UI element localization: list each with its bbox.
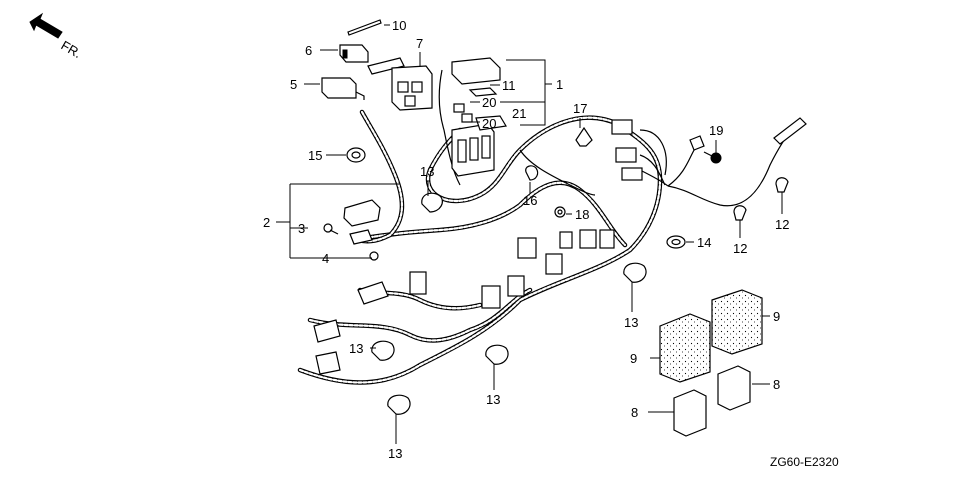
- part-16-clip: [525, 165, 539, 181]
- part-11-cover: [451, 57, 501, 97]
- callout-13-middle: 13: [486, 392, 500, 407]
- callout-7: 7: [416, 36, 423, 51]
- right-connectors: [611, 117, 807, 181]
- callout-8-upper: 8: [773, 377, 780, 392]
- part-18-nut: [554, 206, 566, 218]
- callout-17: 17: [573, 101, 587, 116]
- part-10-strip: [347, 19, 382, 36]
- callout-18: 18: [575, 207, 589, 222]
- part-12-clip-right: [775, 177, 789, 193]
- harness-connectors: [313, 229, 615, 375]
- callout-12-mid: 12: [733, 241, 747, 256]
- callout-6: 6: [305, 43, 312, 58]
- callout-16: 16: [523, 193, 537, 208]
- callout-4: 4: [322, 251, 329, 266]
- part-15-grommet: [346, 147, 366, 163]
- callout-10: 10: [392, 18, 406, 33]
- callout-21: 21: [512, 106, 526, 121]
- callout-20-upper: 20: [482, 95, 496, 110]
- callout-12-right: 12: [775, 217, 789, 232]
- part-3-bolt: [323, 223, 339, 235]
- part-8-relay-small: [673, 365, 751, 437]
- callout-19: 19: [709, 123, 723, 138]
- part-19-bolt: [703, 151, 722, 164]
- callout-15: 15: [308, 148, 322, 163]
- diagram-code: ZG60-E2320: [770, 455, 839, 469]
- callout-13-bottom: 13: [388, 446, 402, 461]
- callout-2: 2: [263, 215, 270, 230]
- callout-5: 5: [290, 77, 297, 92]
- direction-label: FR.: [59, 38, 85, 61]
- part-2-connector: [343, 199, 381, 245]
- part-4-washer: [369, 251, 379, 261]
- callout-8-lower: 8: [631, 405, 638, 420]
- callout-9-upper: 9: [773, 309, 780, 324]
- callout-13-right: 13: [624, 315, 638, 330]
- callout-3: 3: [298, 221, 305, 236]
- callout-14: 14: [697, 235, 711, 250]
- leader-lines: [276, 24, 783, 444]
- part-13-clamp-upper: [421, 192, 443, 213]
- part-17-clip: [575, 126, 593, 147]
- front-direction-arrow: FR.: [29, 12, 85, 61]
- callout-1: 1: [556, 77, 563, 92]
- callout-9-lower: 9: [630, 351, 637, 366]
- part-14-grommet: [666, 235, 686, 249]
- callout-labels: 10 6 7 5 11 1 20 20 21 17 19 15 13 16 18…: [263, 18, 789, 461]
- callout-13-left: 13: [349, 341, 363, 356]
- part-5-connector: [321, 77, 365, 100]
- callout-13-upper: 13: [420, 164, 434, 179]
- callout-11: 11: [502, 78, 516, 93]
- part-9-relay-large: [659, 289, 763, 383]
- part-6-connector: [339, 44, 369, 63]
- part-13-clamps: [371, 262, 647, 415]
- part-12-clip-mid: [733, 205, 747, 221]
- callout-20-lower: 20: [482, 116, 496, 131]
- part-7-relay-box: [367, 57, 433, 111]
- part-20-fuse-block: [451, 103, 507, 177]
